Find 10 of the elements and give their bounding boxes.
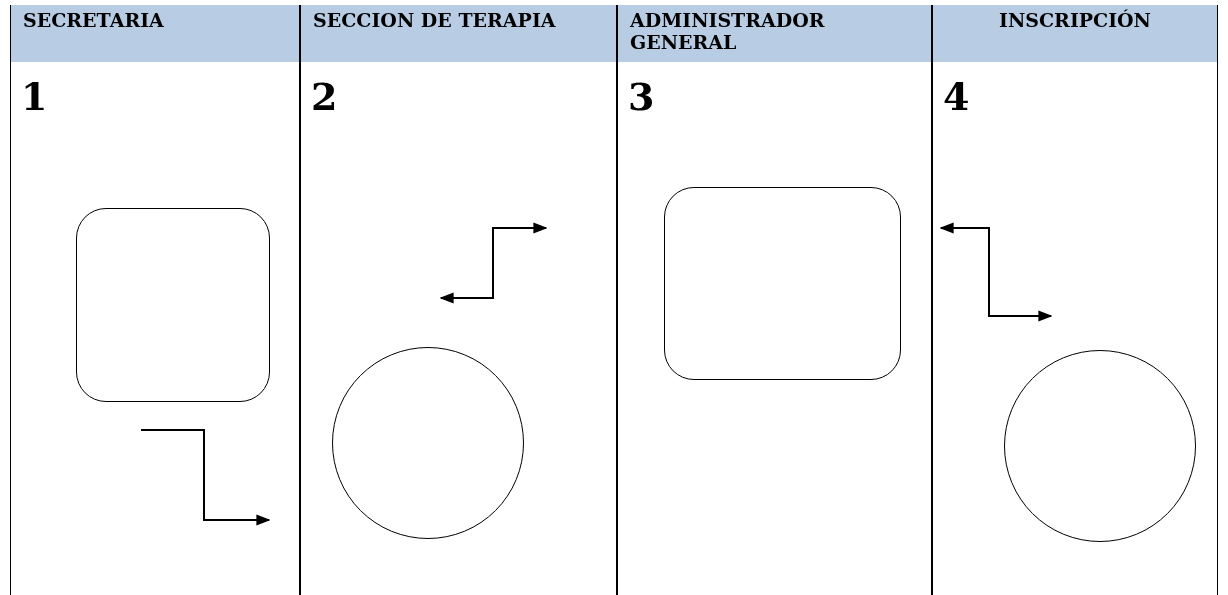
lane-number: 2: [311, 75, 338, 119]
rounded-box: [76, 208, 270, 402]
column-header: SECCION DE TERAPIA: [301, 5, 616, 63]
lane-number: 1: [21, 75, 48, 119]
column-header: INSCRIPCIÓN: [933, 5, 1217, 63]
lane-number: 4: [943, 75, 970, 119]
column-header: ADMINISTRADOR GENERAL: [618, 5, 931, 63]
column-header: SECRETARIA: [11, 5, 299, 63]
lane-number: 3: [628, 75, 655, 119]
rounded-box: [664, 187, 901, 380]
